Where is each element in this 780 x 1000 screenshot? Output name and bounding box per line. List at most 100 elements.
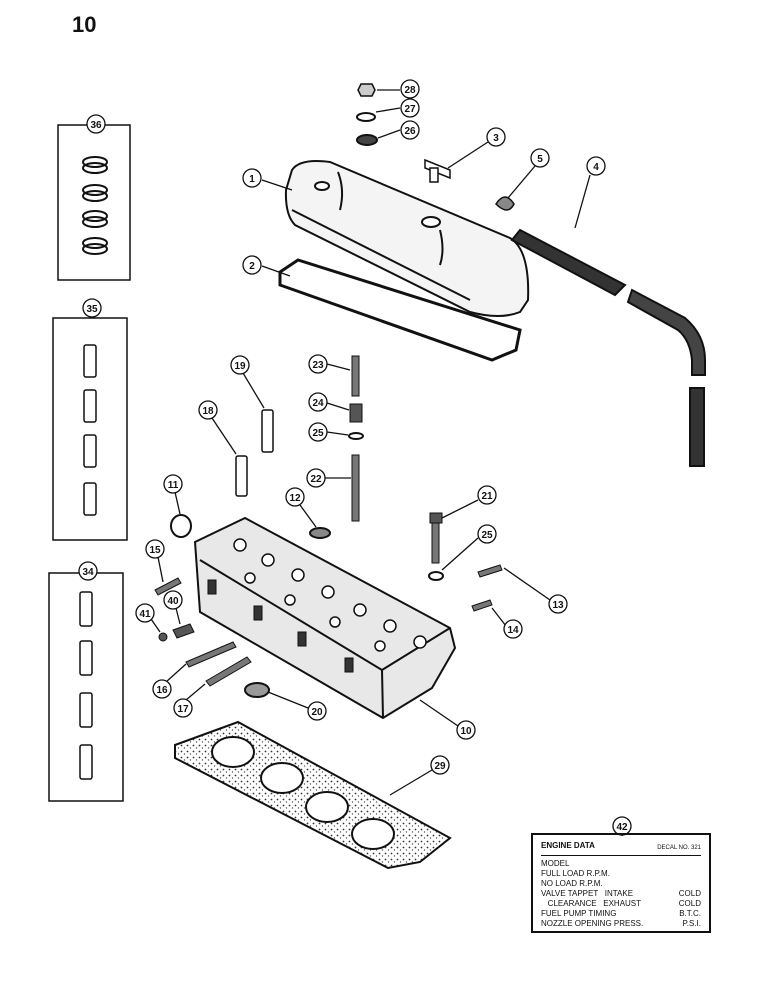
callout-3: 3	[447, 127, 506, 169]
spacer-24	[349, 403, 363, 423]
stud-22	[351, 454, 360, 522]
svg-text:15: 15	[149, 545, 161, 556]
plug-20	[244, 682, 270, 698]
engine-data-decal: ENGINE DATA DECAL NO. 321 MODEL FULL LOA…	[531, 833, 711, 933]
callout-11: 11	[163, 474, 183, 515]
seal-12	[309, 527, 331, 539]
stud-15	[154, 577, 182, 596]
callout-10: 10	[419, 699, 476, 740]
svg-text:16: 16	[156, 685, 168, 696]
svg-text:25: 25	[481, 530, 493, 541]
bolt-21	[429, 512, 443, 564]
svg-text:42: 42	[616, 822, 628, 833]
kit-box-35	[52, 317, 128, 541]
svg-text:36: 36	[90, 120, 102, 131]
svg-text:20: 20	[311, 707, 323, 718]
callout-35: 35	[82, 298, 102, 318]
svg-text:3: 3	[493, 133, 499, 144]
svg-text:26: 26	[404, 126, 416, 137]
callout-16: 16	[152, 663, 187, 699]
callout-19: 19	[230, 355, 265, 409]
washer-25b	[428, 571, 444, 581]
callout-29: 29	[389, 755, 450, 796]
svg-text:23: 23	[312, 360, 324, 371]
svg-text:5: 5	[537, 154, 543, 165]
callout-28: 28	[377, 79, 420, 99]
valve-guide-set-oversize	[79, 591, 93, 780]
svg-text:10: 10	[460, 726, 472, 737]
hose-clamp	[495, 196, 515, 211]
valve-guide-set	[83, 344, 97, 516]
nut	[357, 83, 376, 97]
guide-18	[235, 455, 248, 497]
plug-41	[158, 632, 168, 642]
guide-19	[261, 409, 274, 453]
decal-number: DECAL NO. 321	[657, 845, 701, 851]
svg-text:28: 28	[404, 85, 416, 96]
seal-ring-set	[82, 156, 108, 255]
svg-text:13: 13	[552, 600, 564, 611]
grommet	[356, 134, 378, 146]
stud-14	[471, 599, 493, 612]
callouts: 28 27 26 3 5 4 1 2 36 35 34 23 24 25 22 …	[78, 79, 632, 836]
head-gasket	[174, 720, 452, 870]
svg-text:12: 12	[289, 493, 301, 504]
svg-text:40: 40	[167, 596, 179, 607]
callout-25: 25	[308, 422, 349, 442]
page-number: 10	[72, 12, 97, 37]
callout-26: 26	[377, 120, 420, 140]
callout-41: 41	[135, 603, 161, 633]
breather-tee	[424, 158, 451, 183]
callout-18: 18	[198, 400, 237, 455]
callout-15: 15	[145, 539, 165, 583]
callout-34: 34	[78, 561, 98, 581]
sender-40	[172, 623, 195, 639]
svg-text:14: 14	[507, 625, 519, 636]
svg-text:41: 41	[139, 609, 151, 620]
kit-box-36	[57, 124, 131, 281]
callout-25b: 25	[441, 524, 497, 571]
svg-text:4: 4	[593, 162, 599, 173]
decal-row: NOZZLE OPENING PRESS.P.S.I.	[541, 919, 701, 928]
svg-text:11: 11	[168, 480, 179, 491]
washer	[356, 112, 376, 122]
decal-row: NO LOAD R.P.M.	[541, 879, 603, 888]
decal-title: ENGINE DATA	[541, 841, 595, 850]
svg-text:17: 17	[177, 704, 189, 715]
callout-27: 27	[375, 98, 420, 118]
callout-17: 17	[173, 683, 206, 718]
callout-23: 23	[308, 354, 351, 374]
callout-20: 20	[267, 691, 327, 721]
callout-4: 4	[574, 156, 606, 229]
plug-11	[170, 514, 192, 538]
rocker-cover	[284, 160, 530, 317]
callout-2: 2	[242, 255, 291, 277]
stud-23	[351, 355, 360, 397]
svg-text:29: 29	[434, 761, 446, 772]
stud-16	[185, 641, 237, 668]
breather-tube	[510, 228, 706, 467]
callout-21: 21	[441, 485, 497, 519]
kit-box-34	[48, 572, 124, 802]
svg-text:34: 34	[82, 567, 94, 578]
callout-40: 40	[163, 590, 183, 625]
svg-text:18: 18	[202, 406, 214, 417]
stud-13	[477, 564, 503, 578]
svg-text:27: 27	[404, 104, 416, 115]
stud-17	[205, 656, 252, 687]
svg-text:25: 25	[312, 428, 324, 439]
callout-12: 12	[285, 487, 317, 528]
callout-14: 14	[491, 607, 523, 639]
svg-text:24: 24	[312, 398, 324, 409]
svg-text:2: 2	[249, 261, 255, 272]
callout-24: 24	[308, 392, 350, 412]
callout-1: 1	[242, 168, 293, 191]
washer-25	[348, 432, 364, 440]
rocker-cover-gasket	[278, 258, 522, 362]
cylinder-head	[193, 516, 457, 720]
svg-text:19: 19	[234, 361, 246, 372]
